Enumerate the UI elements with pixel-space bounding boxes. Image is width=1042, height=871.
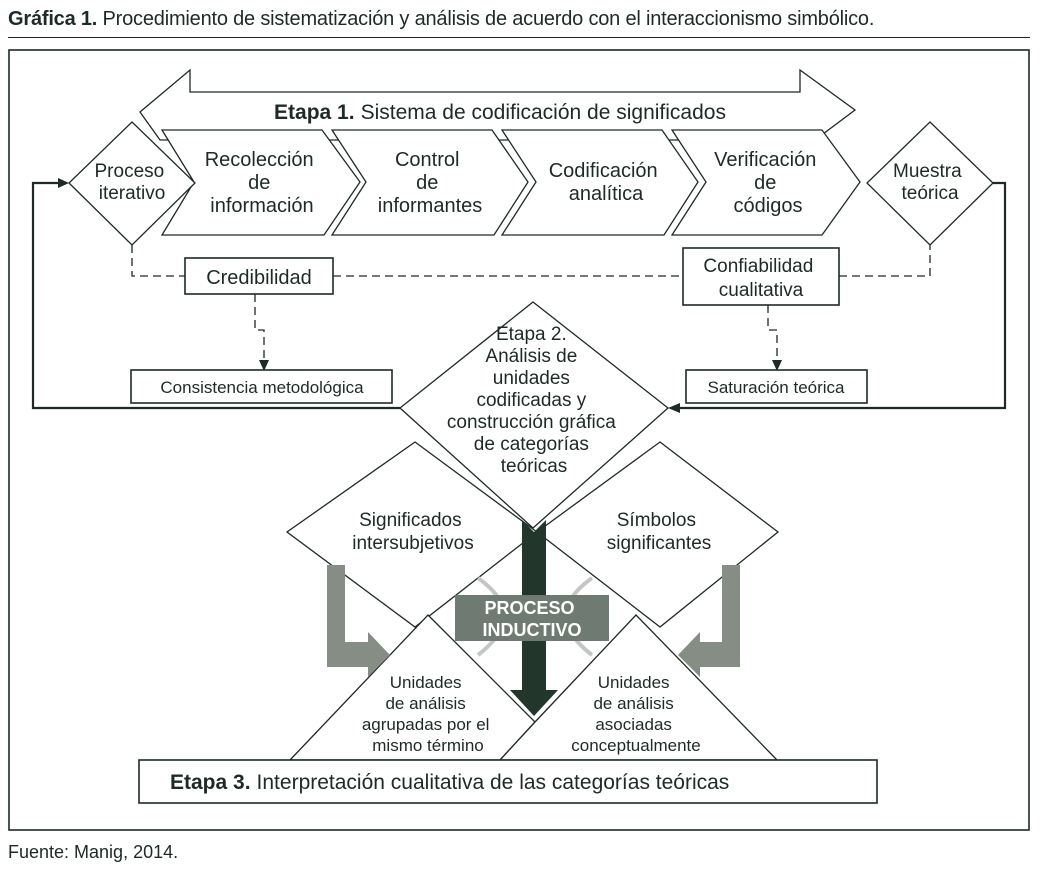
arrowhead-icon xyxy=(259,360,269,371)
feedback-loop-left xyxy=(31,181,400,410)
step-chevron xyxy=(500,129,699,236)
saturacion-label: Saturación teórica xyxy=(707,378,845,397)
step-chevron xyxy=(330,129,529,236)
left-triangle-label: Unidades de análisis agrupadas por el mi… xyxy=(362,673,494,755)
step-chevron xyxy=(670,129,861,236)
credibilidad-box xyxy=(184,257,334,295)
proceso-inductivo-label: PROCESO INDUCTIVO xyxy=(483,598,582,640)
significados-label: Significados intersubjetivos xyxy=(352,510,473,554)
stage2-label: Etapa 2. Análisis de unidades codificada… xyxy=(447,324,621,477)
gray-arrow-left-icon xyxy=(327,565,390,677)
dashed-connector xyxy=(839,245,931,277)
simbolos-diamond xyxy=(535,441,780,628)
gray-arrow-right-icon xyxy=(678,565,740,677)
proceso-iterativo-label: Proceso iterativo xyxy=(95,161,170,204)
step-label-codificacion: Codificación analítica xyxy=(549,160,664,205)
stage1-title: Etapa 1.Sistema de codificación de signi… xyxy=(274,101,726,124)
diagram-frame xyxy=(8,49,1030,831)
muestra-teorica-label: Muestra teórica xyxy=(893,161,967,204)
consistencia-label: Consistencia metodológica xyxy=(160,378,364,397)
feedback-loop-right xyxy=(678,181,1007,410)
step-label-verificacion: Verificación de códigos xyxy=(714,149,822,217)
stage1-banner-arrow xyxy=(139,68,857,141)
saturacion-box xyxy=(685,369,868,404)
confiabilidad-label: Confiabilidad cualitativa xyxy=(703,256,818,301)
step-label-recoleccion: Recolección de información xyxy=(205,149,320,217)
dashed-connector xyxy=(254,294,265,362)
simbolos-label: Símbolos significantes xyxy=(607,510,712,554)
stage3-title: Etapa 3.Interpretación cualitativa de la… xyxy=(170,771,729,794)
caption-text: Procedimiento de sistematización y análi… xyxy=(102,8,875,30)
arrowhead-icon xyxy=(668,403,680,413)
dashed-connector xyxy=(131,245,185,277)
credibilidad-label: Credibilidad xyxy=(206,267,312,289)
caption-label: Gráfica 1. xyxy=(8,8,98,30)
dashed-connector xyxy=(767,305,778,362)
right-triangle-label: Unidades de análisis asociadas conceptua… xyxy=(571,673,700,755)
proceso-inductivo-badge xyxy=(455,595,609,641)
arrowhead-icon xyxy=(58,178,69,188)
stage3-box xyxy=(138,759,878,804)
figure-caption: Gráfica 1. Procedimiento de sistematizac… xyxy=(8,8,1030,38)
source-note: Fuente: Manig, 2014. xyxy=(8,842,179,862)
confiabilidad-box xyxy=(682,247,840,306)
significados-diamond xyxy=(285,441,539,628)
stage2-diamond xyxy=(398,301,670,529)
stage1-steps xyxy=(160,129,861,236)
consistencia-box xyxy=(130,369,393,404)
step-label-control: Control de informantes xyxy=(378,149,483,217)
arrowhead-icon xyxy=(772,360,782,371)
